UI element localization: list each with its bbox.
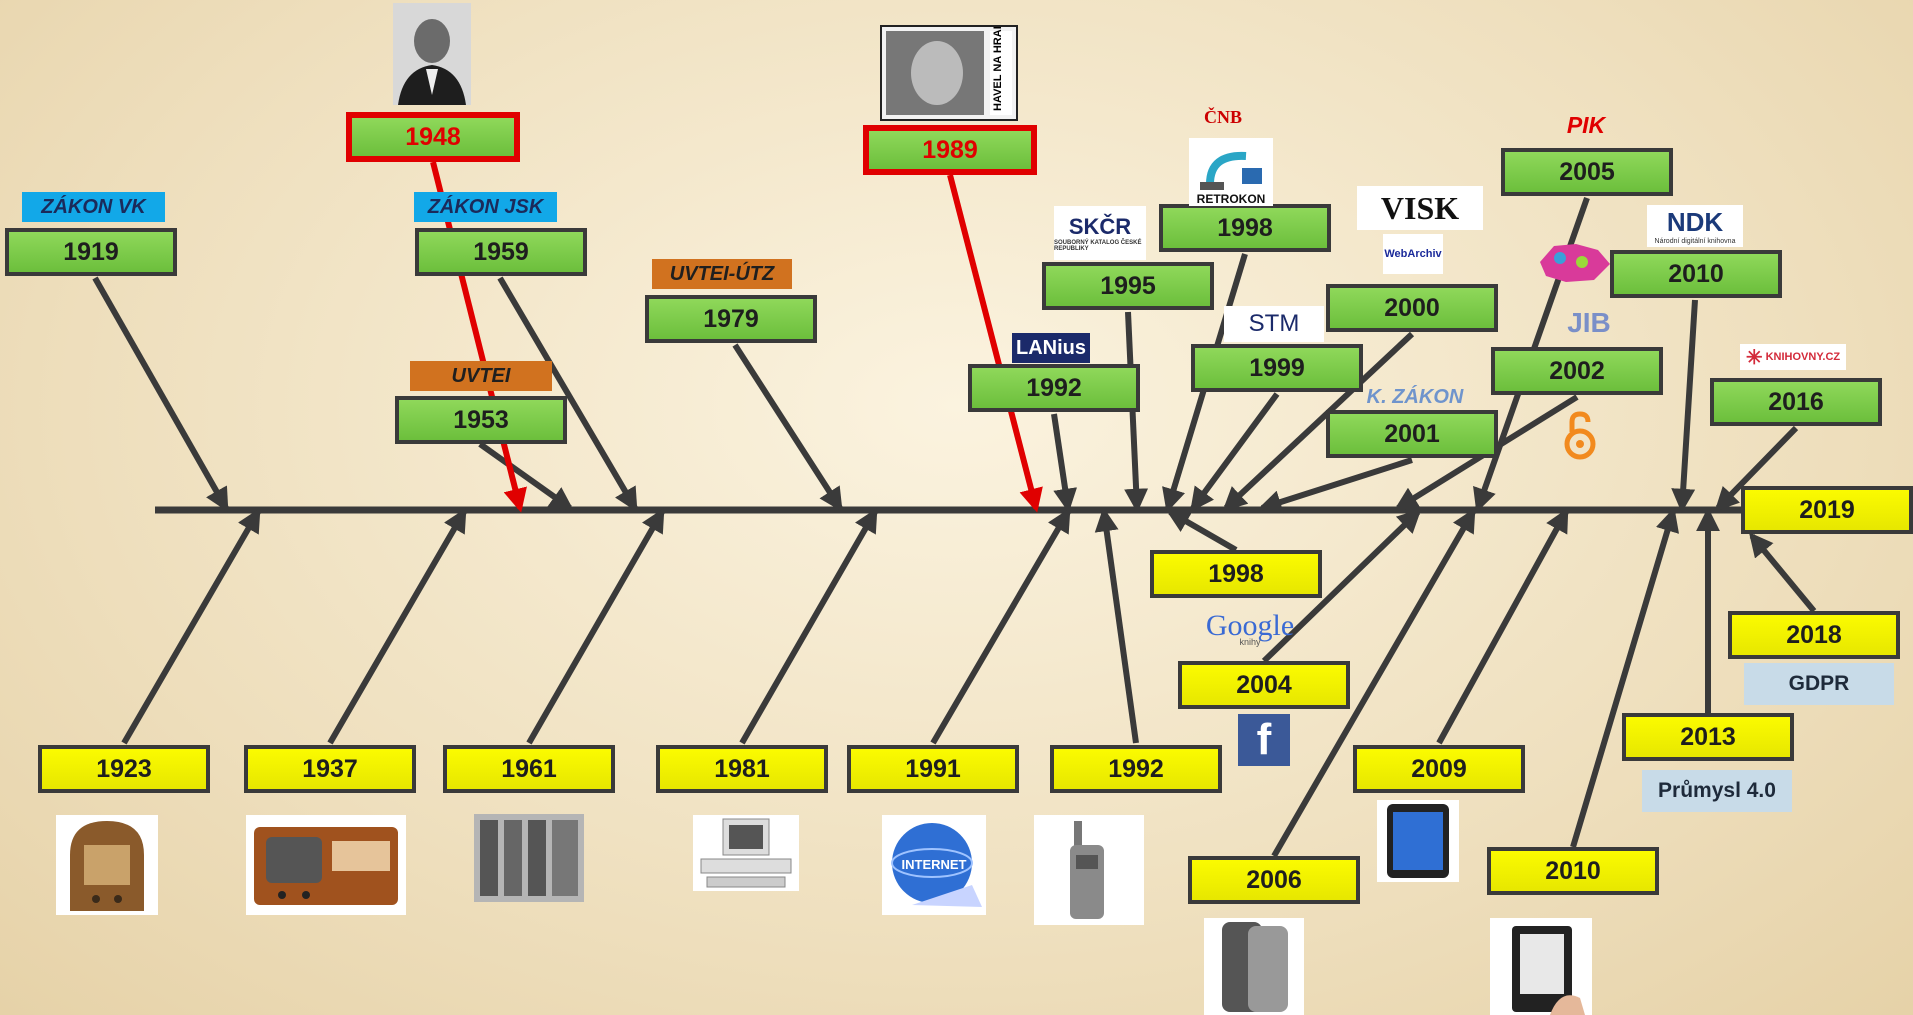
ereader-image: [1490, 918, 1592, 1015]
knihovny-cz-icon: ✳: [1745, 346, 1763, 369]
arrow-1989: [947, 174, 1043, 513]
portrait-photo-1989: HAVEL NA HRAD: [880, 25, 1018, 121]
arrow-2004: [1261, 508, 1422, 664]
arrow-2010-top: [1671, 299, 1698, 513]
label-k-zakon: K. ZÁKON: [1366, 385, 1464, 408]
year-box-2016: 2016: [1710, 378, 1882, 426]
year-box-2013: 2013: [1622, 713, 1794, 761]
arrow-1998-bottom: [1165, 509, 1238, 553]
year-box-1959: 1959: [415, 228, 587, 276]
mobile-phone-image: [1034, 815, 1144, 925]
arrow-1919: [92, 276, 229, 513]
year-box-1981: 1981: [656, 745, 828, 793]
stm-logo: STM: [1224, 306, 1324, 342]
arrow-1981: [739, 507, 878, 745]
portrait-photo-1948: [393, 3, 471, 105]
ndk-logo-text: NDK: [1666, 207, 1724, 237]
year-box-1998-top: 1998: [1159, 204, 1331, 252]
year-box-1991: 1991: [847, 745, 1019, 793]
ipad-image: [1377, 800, 1459, 882]
year-box-1937: 1937: [244, 745, 416, 793]
retrokon-logo-text: RETROKON: [1196, 192, 1266, 206]
google-books-logo: Google knihy: [1200, 606, 1300, 650]
arrow-1961: [526, 507, 665, 745]
year-box-1989: 1989: [863, 125, 1037, 175]
arrow-1953: [478, 441, 574, 511]
note-prumysl: Průmysl 4.0: [1642, 770, 1792, 812]
google-logo-text: Google: [1205, 609, 1295, 642]
lanius-logo: LANius: [1012, 333, 1090, 363]
year-box-1992-top: 1992: [968, 364, 1140, 412]
year-box-1995: 1995: [1042, 262, 1214, 310]
label-pik: PIK: [1566, 111, 1606, 138]
sicr-logo-text: SKČR: [1068, 214, 1132, 239]
facebook-icon: f: [1238, 714, 1290, 766]
year-box-2001: 2001: [1326, 410, 1498, 458]
tv-image: [246, 815, 406, 915]
ndk-logo-subtext: Národní digitální knihovna: [1654, 238, 1736, 245]
label-uvtei: UVTEI: [410, 361, 552, 391]
pc-image: [693, 815, 799, 891]
arrow-1991: [930, 507, 1071, 745]
year-box-2019: 2019: [1741, 486, 1913, 534]
year-box-2000: 2000: [1326, 284, 1498, 332]
arrow-2006: [1271, 507, 1476, 858]
cnb-logo: ČNB: [1203, 106, 1242, 127]
year-box-1953: 1953: [395, 396, 567, 444]
year-box-2002: 2002: [1491, 347, 1663, 395]
year-box-1961: 1961: [443, 745, 615, 793]
year-box-2018: 2018: [1728, 611, 1900, 659]
year-box-2010-bottom: 2010: [1487, 847, 1659, 895]
knihovny-cz-text: KNIHOVNY.CZ: [1765, 351, 1841, 363]
arrow-1923: [121, 507, 261, 745]
arrow-1959: [497, 276, 638, 513]
year-box-1992-bottom: 1992: [1050, 745, 1222, 793]
arrow-1937: [327, 507, 467, 745]
label-zakon-jsk: ZÁKON JSK: [414, 192, 557, 222]
google-logo-subtext: knihy: [1239, 637, 1261, 647]
year-box-2009: 2009: [1353, 745, 1525, 793]
year-box-1919: 1919: [5, 228, 177, 276]
radio-image: [56, 815, 158, 915]
arrow-2001: [1257, 457, 1413, 514]
year-box-2005: 2005: [1501, 148, 1673, 196]
sicr-logo-subtext: SOUBORNÝ KATALOG ČESKÉ REPUBLIKY: [1054, 240, 1142, 252]
arrow-2000: [1222, 331, 1415, 512]
year-box-2004: 2004: [1178, 661, 1350, 709]
year-box-1979: 1979: [645, 295, 817, 343]
retrokon-logo: RETROKON: [1189, 138, 1273, 206]
arrow-2018: [1748, 532, 1817, 613]
webarchiv-logo: WebArchiv: [1383, 234, 1443, 274]
arrow-1992-bottom: [1094, 507, 1139, 744]
map-logo: [1536, 240, 1612, 286]
label-zakon-vk: ZÁKON VK: [22, 192, 165, 222]
arrow-2009: [1436, 507, 1569, 745]
ndk-logo: NDK Národní digitální knihovna: [1647, 205, 1743, 247]
sicr-logo: SKČR SOUBORNÝ KATALOG ČESKÉ REPUBLIKY: [1054, 206, 1146, 260]
arrow-1999: [1190, 392, 1280, 512]
year-box-1998-bottom: 1998: [1150, 550, 1322, 598]
year-box-1948: 1948: [346, 112, 520, 162]
jib-logo: JIB: [1567, 307, 1611, 338]
label-uvtei-utz: UVTEI-ÚTZ: [652, 259, 792, 289]
iphone-image: [1204, 918, 1304, 1015]
year-box-2010-top: 2010: [1610, 250, 1782, 298]
havel-caption: HAVEL NA HRAD: [992, 25, 1004, 111]
arrow-2010-bottom: [1570, 507, 1680, 848]
arrow-1979: [732, 343, 843, 513]
year-box-1923: 1923: [38, 745, 210, 793]
internet-label: INTERNET: [901, 857, 967, 872]
year-box-1999: 1999: [1191, 344, 1363, 392]
arrow-1992-top: [1051, 413, 1078, 513]
mainframe-image: [474, 814, 584, 902]
visk-logo: VISK: [1357, 186, 1483, 230]
arrow-2016: [1714, 425, 1799, 512]
internet-image: INTERNET: [882, 815, 986, 915]
year-box-2006: 2006: [1188, 856, 1360, 904]
note-gdpr: GDPR: [1744, 663, 1894, 705]
open-access-icon: [1560, 410, 1600, 462]
knihovny-cz-logo: ✳ KNIHOVNY.CZ: [1740, 344, 1846, 370]
